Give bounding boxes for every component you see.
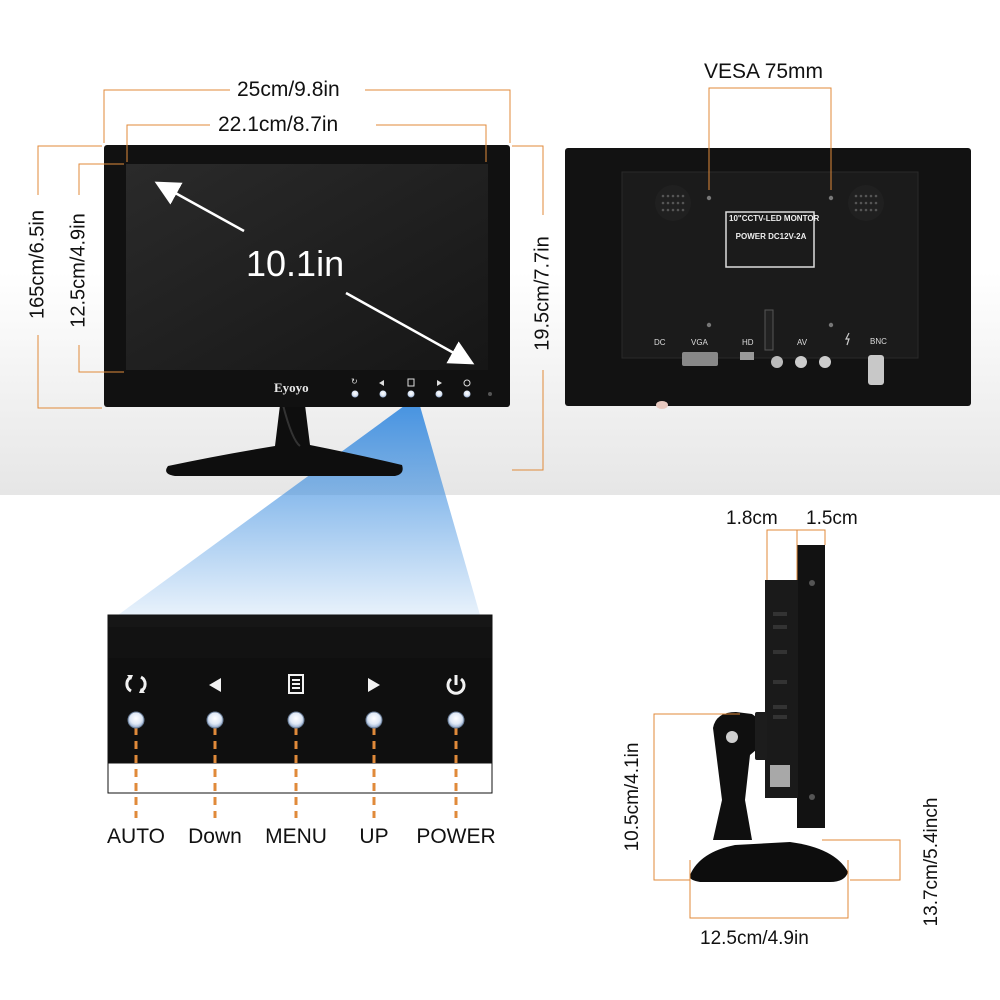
menu-icon — [287, 673, 305, 695]
screen-width-label: 22.1cm/8.7in — [218, 113, 339, 136]
brand-logo: Eyoyo — [274, 380, 309, 395]
svg-text:↻: ↻ — [351, 377, 358, 386]
button-panel-zoom — [107, 614, 493, 818]
front-monitor: ↻ — [104, 145, 510, 476]
spec-label-line2: POWER DC12V-2A — [735, 232, 807, 241]
overall-width-label: 25cm/9.8in — [237, 78, 340, 101]
side-monitor — [689, 545, 848, 882]
button-label-menu: MENU — [265, 825, 327, 848]
speaker-dots — [661, 194, 878, 212]
button-label-down: Down — [188, 825, 242, 848]
button-label-auto: AUTO — [107, 825, 165, 848]
rear-monitor — [565, 148, 971, 409]
port-label-vga: VGA — [691, 338, 708, 347]
dimension-lines — [37, 87, 901, 919]
left-arrow-icon — [205, 676, 225, 694]
depth-panel-label: 1.5cm — [806, 508, 858, 529]
total-side-height-label: 13.7cm/5.4inch — [921, 797, 942, 927]
base-width-label: 12.5cm/4.9in — [700, 928, 809, 949]
depth-body-label: 1.8cm — [726, 508, 778, 529]
overall-height-label: 165cm/6.5in — [26, 210, 49, 319]
port-label-dc: DC — [654, 338, 666, 347]
port-label-hd: HD — [742, 338, 754, 347]
diagonal-label: 10.1in — [246, 243, 345, 284]
total-height-label: 19.5cm/7.7in — [531, 236, 554, 351]
zoom-beam — [118, 406, 480, 615]
stand-height-label: 10.5cm/4.1in — [622, 742, 643, 852]
screen-height-label: 12.5cm/4.9in — [67, 213, 90, 328]
right-arrow-icon — [364, 676, 384, 694]
button-label-power: POWER — [416, 825, 496, 848]
port-label-bnc: BNC — [870, 337, 887, 346]
vesa-label: VESA 75mm — [704, 60, 824, 83]
power-icon — [445, 673, 467, 697]
auto-icon — [123, 672, 149, 696]
port-label-av: AV — [797, 338, 808, 347]
button-label-up: UP — [359, 825, 389, 848]
spec-label-line1: 10"CCTV-LED MONTOR — [729, 214, 820, 223]
